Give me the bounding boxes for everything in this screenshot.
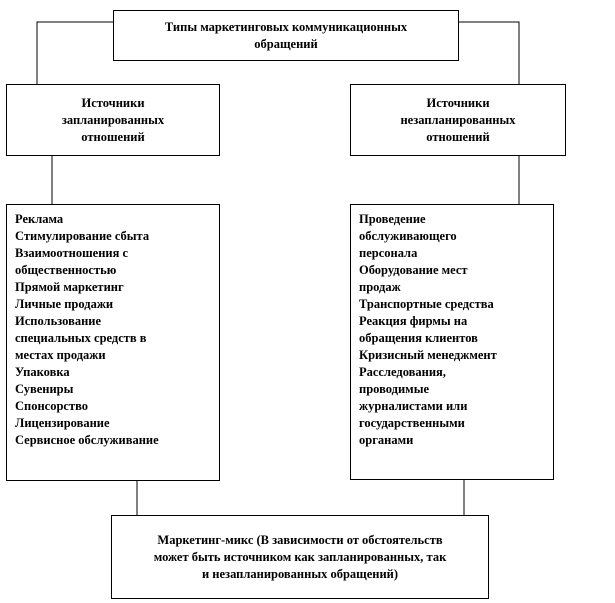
planned-item: Стимулирование сбыта <box>15 229 150 243</box>
planned-item: Реклама <box>15 212 64 226</box>
unplanned-item: Кризисный менеджмент <box>359 348 497 362</box>
planned-sources-list: Реклама Стимулирование сбыта Взаимоотнош… <box>6 204 220 481</box>
planned-item: местах продажи <box>15 348 106 362</box>
unplanned-sources-list: Проведение обслуживающего персонала Обор… <box>350 204 554 480</box>
planned-item: Сувениры <box>15 382 74 396</box>
unplanned-header-line-1: Источники <box>426 95 490 110</box>
planned-item: Личные продажи <box>15 297 114 311</box>
planned-header-line-1: Источники <box>81 95 145 110</box>
unplanned-header-line-3: отношений <box>426 129 490 144</box>
unplanned-item: Транспортные средства <box>359 297 494 311</box>
connector-root-left <box>36 21 113 84</box>
planned-item: специальных средств в <box>15 331 147 345</box>
unplanned-item: обслуживающего <box>359 229 457 243</box>
planned-item: Использование <box>15 314 102 328</box>
planned-item: Прямой маркетинг <box>15 280 124 294</box>
mix-line-2: может быть источником как запланированны… <box>153 549 447 564</box>
unplanned-item: Проведение <box>359 212 426 226</box>
root-box: Типы маркетинговых коммуникационных обра… <box>113 10 459 61</box>
planned-header-line-2: запланированных <box>61 112 165 127</box>
planned-item: Взаимоотношения с <box>15 246 129 260</box>
planned-item: Спонсорство <box>15 399 89 413</box>
root-title-line-2: обращений <box>254 36 318 51</box>
connector-root-right <box>459 21 520 84</box>
planned-item: Упаковка <box>15 365 70 379</box>
unplanned-header-line-2: незапланированных <box>400 112 516 127</box>
planned-header-line-3: отношений <box>81 129 145 144</box>
marketing-mix-box: Маркетинг-микс (В зависимости от обстоят… <box>111 515 489 599</box>
unplanned-item: Реакция фирмы на <box>359 314 468 328</box>
mix-line-3: и незапланированных обращений) <box>201 566 399 581</box>
unplanned-item: органами <box>359 433 414 447</box>
planned-item: Сервисное обслуживание <box>15 433 159 447</box>
unplanned-item: продаж <box>359 280 401 294</box>
unplanned-item: Расследования, <box>359 365 446 379</box>
unplanned-item: персонала <box>359 246 418 260</box>
planned-item: общественностью <box>15 263 117 277</box>
mix-line-1: Маркетинг-микс (В зависимости от обстоят… <box>157 532 443 547</box>
root-title-line-1: Типы маркетинговых коммуникационных <box>164 19 408 34</box>
unplanned-item: государственными <box>359 416 465 430</box>
planned-item: Лицензирование <box>15 416 110 430</box>
unplanned-item: обращения клиентов <box>359 331 478 345</box>
unplanned-item: проводимые <box>359 382 429 396</box>
unplanned-item: журналистами или <box>359 399 468 413</box>
unplanned-item: Оборудование мест <box>359 263 468 277</box>
planned-sources-header: Источники запланированных отношений <box>6 84 220 156</box>
unplanned-sources-header: Источники незапланированных отношений <box>350 84 566 156</box>
